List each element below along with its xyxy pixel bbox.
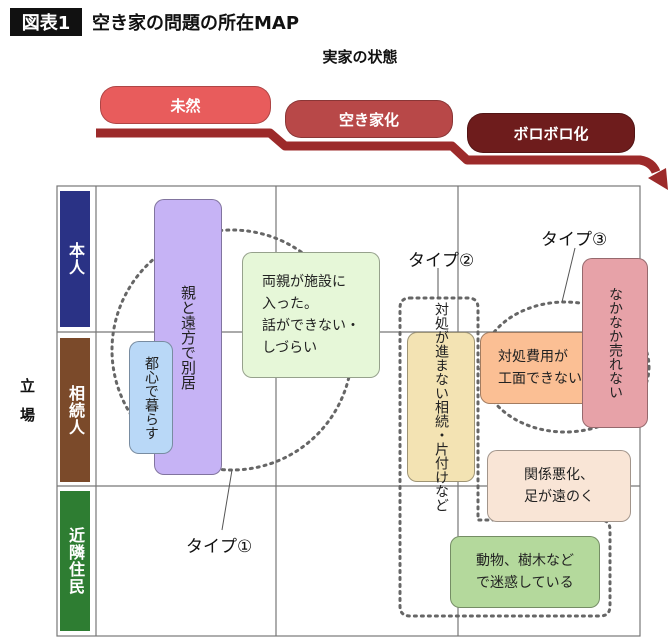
- box-taisho-susumanai: 対処が進まない: [433, 302, 449, 400]
- row-label-sozokunin: 相続人: [60, 338, 90, 482]
- state-akiya-ka: 空き家化: [285, 100, 453, 138]
- type1-label: タイプ①: [186, 537, 253, 557]
- state-mizen: 未然: [100, 86, 271, 124]
- box-sozoku-katazuke: 相続・片付けなど: [433, 400, 449, 512]
- progress-arrow-head: [648, 168, 668, 190]
- state-boroboro-ka: ボロボロ化: [467, 113, 635, 153]
- box-ryoshin-shisetsu: 両親が施設に 入った。 話ができない・ しづらい: [242, 252, 380, 378]
- box-sozoku-taisho: 対処が進まない相続・片付けなど: [407, 302, 475, 512]
- row-label-honnin: 本人: [60, 191, 90, 327]
- page-title: 空き家の問題の所在MAP: [92, 13, 300, 34]
- type3-label: タイプ③: [541, 230, 608, 250]
- type3-circle: [479, 300, 651, 434]
- box-oya-enpo: 親と遠方で別居: [154, 199, 222, 475]
- box-toshin: 都心で暮らす: [129, 341, 173, 454]
- box-nakanaka-urenai: なかなか売れない: [582, 258, 648, 428]
- row-label-kinrin: 近隣住民: [60, 491, 90, 631]
- box-kankei-akka: 関係悪化、 足が遠のく: [487, 450, 631, 522]
- box-taisho-hiyo: 対処費用が 工面できない: [480, 332, 600, 404]
- standpoint-axis-label: 立場: [18, 378, 36, 436]
- type2-outline: [398, 296, 612, 618]
- progress-arrow: [96, 128, 661, 174]
- type2-label: タイプ②: [408, 251, 475, 271]
- figure-label: 図表1: [10, 8, 82, 36]
- type1-pointer: [221, 469, 233, 531]
- box-dobutsu-jumoku: 動物、樹木など で迷惑している: [450, 536, 600, 608]
- state-axis-label: 実家の状態: [322, 48, 398, 66]
- type3-pointer: [561, 247, 576, 303]
